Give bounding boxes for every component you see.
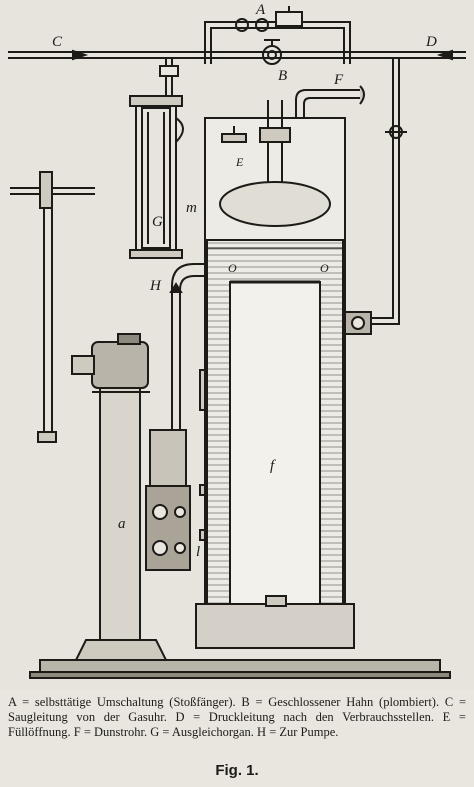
label-H: H <box>149 278 162 294</box>
caption-text: A = selbsttätige Umschaltung (Stoßfänger… <box>8 695 466 739</box>
outlet-valve <box>344 311 372 335</box>
label-C: C <box>52 34 63 50</box>
figure-caption: A = selbsttätige Umschaltung (Stoßfänger… <box>8 695 466 740</box>
base-plate <box>29 659 451 679</box>
figure-title: Fig. 1. <box>215 762 259 779</box>
label-B: B <box>278 68 287 84</box>
gas-holder <box>195 100 355 649</box>
label-O-right: O <box>320 261 329 275</box>
label-D: D <box>425 34 437 50</box>
label-F: F <box>333 72 344 88</box>
vent-pipe-F <box>295 85 365 118</box>
label-O-left: O <box>228 261 237 275</box>
label-a: a <box>118 516 126 532</box>
label-m: m <box>186 200 197 216</box>
pump-a <box>71 263 213 661</box>
label-l: l <box>196 544 200 560</box>
label-E: E <box>235 155 244 169</box>
technical-drawing: A B C D E F G H m O O a l f <box>8 2 466 679</box>
label-A: A <box>255 2 266 18</box>
label-f: f <box>270 458 276 474</box>
belt-drive <box>10 171 95 443</box>
compensator-G <box>129 95 184 259</box>
label-G: G <box>152 214 163 230</box>
top-pipes <box>8 6 466 325</box>
